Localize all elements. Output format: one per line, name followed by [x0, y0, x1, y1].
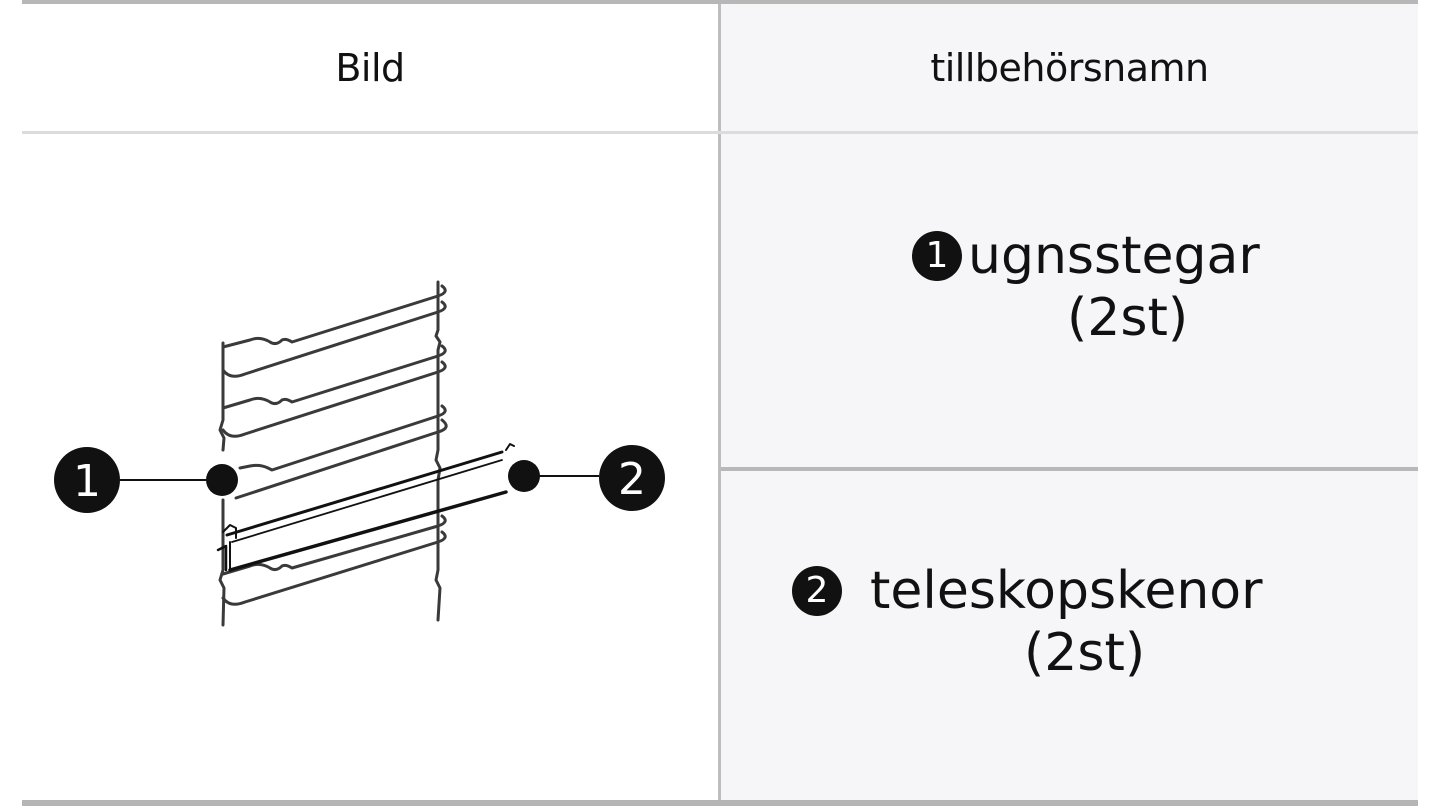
- image-column: [22, 4, 718, 800]
- header-accessory-name: tillbehörsnamn: [930, 45, 1209, 90]
- header-image: Bild: [335, 45, 405, 90]
- accessory-quantity-1: (2st): [1067, 288, 1189, 348]
- table-bottom-border: [22, 800, 1418, 806]
- header-divider: [22, 131, 1418, 134]
- accessory-quantity-2: (2st): [1024, 623, 1146, 683]
- accessory-name-1: ugnsstegar: [968, 226, 1260, 286]
- callout-2: 2: [508, 445, 665, 511]
- svg-text:1: 1: [73, 456, 101, 507]
- name-column: [721, 4, 1418, 800]
- number-badge-1: 1: [912, 231, 962, 281]
- svg-text:2: 2: [618, 454, 646, 505]
- table-top-border: [22, 0, 1418, 4]
- oven-rack-illustration: 1 2: [40, 270, 680, 640]
- accessory-name-2: teleskopskenor: [870, 561, 1263, 621]
- accessory-item-2: 2 teleskopskenor (2st): [792, 560, 1263, 684]
- number-badge-2: 2: [792, 566, 842, 616]
- row-divider: [721, 467, 1418, 471]
- column-divider: [718, 4, 721, 800]
- callout-1: 1: [54, 447, 238, 513]
- accessory-item-1: 1 ugnsstegar (2st): [912, 225, 1260, 349]
- accessory-table: Bild tillbehörsnamn: [22, 0, 1418, 806]
